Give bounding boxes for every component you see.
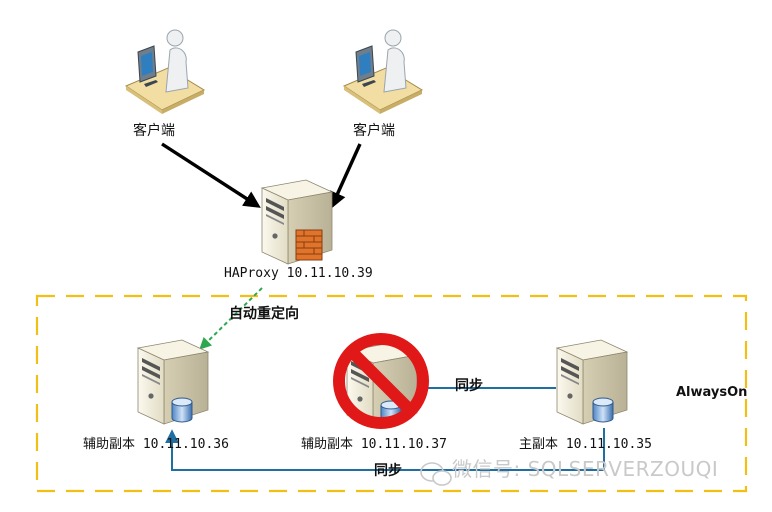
client-icon	[343, 29, 423, 115]
primary-replica-label: 主副本 10.11.10.35	[519, 437, 652, 452]
sync-arrow-primary-to-36	[165, 428, 605, 471]
haproxy-server-icon	[261, 179, 333, 265]
sync-label: 同步	[374, 463, 402, 479]
wechat-logo-icon	[420, 462, 452, 486]
sync-label: 同步	[455, 378, 483, 394]
alwayson-group-boundary	[35, 294, 748, 493]
database-icon	[592, 397, 614, 423]
client-icon	[125, 29, 205, 115]
replica-label: 辅助副本 10.11.10.36	[83, 437, 229, 452]
client2-to-haproxy-arrow	[329, 143, 362, 210]
haproxy-label: HAProxy 10.11.10.39	[224, 266, 373, 281]
auto-redirect-label: 自动重定向	[229, 306, 299, 322]
client1-to-haproxy-arrow	[161, 142, 261, 208]
alwayson-group-label: AlwaysOn	[676, 385, 748, 400]
client-label: 客户端	[133, 123, 175, 139]
prohibition-sign-icon	[333, 333, 429, 429]
server-icon	[556, 339, 628, 425]
server-icon	[137, 339, 209, 425]
auto-redirect-arrow	[199, 287, 263, 350]
database-icon	[171, 397, 193, 423]
replica-label: 辅助副本 10.11.10.37	[301, 437, 447, 452]
firewall-icon	[295, 229, 323, 261]
client-label: 客户端	[353, 123, 395, 139]
watermark-text: 微信号: SQLSERVERZOUQI	[452, 457, 719, 481]
